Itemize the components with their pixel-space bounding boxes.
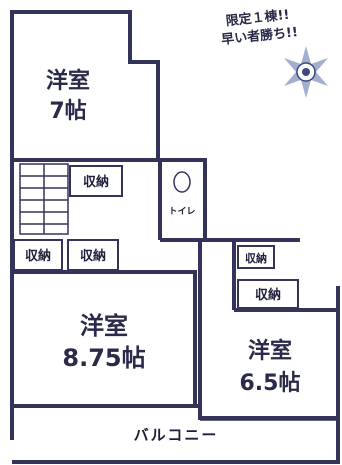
closet-upper: 収納: [69, 165, 123, 197]
closet-right-a: 収納: [237, 245, 275, 269]
room-western-875: 洋室 8.75帖: [62, 312, 145, 372]
room-western-65-size: 6.5帖: [240, 371, 301, 396]
room-western-875-name: 洋室: [80, 312, 128, 340]
room-western-65-name: 洋室: [248, 338, 292, 364]
sparkle-icon: [284, 46, 328, 98]
promo-line-1: 限定１棟!!: [225, 7, 290, 30]
toilet-label: トイレ: [168, 206, 195, 217]
closet-left-b-label: 収納: [80, 248, 106, 264]
promo-note: 限定１棟!! 早い者勝ち!!: [221, 7, 299, 48]
closet-right-b-label: 収納: [255, 287, 281, 303]
room-western-7: 洋室 7帖: [46, 68, 90, 124]
closet-upper-label: 収納: [83, 174, 109, 190]
closet-left-a-label: 収納: [25, 248, 51, 264]
closet-right-a-label: 収納: [245, 251, 267, 265]
room-western-875-size: 8.75帖: [62, 344, 145, 372]
outer-walls: [10, 10, 340, 464]
room-western-65: 洋室 6.5帖: [240, 338, 301, 396]
balcony-label: バルコニー: [134, 426, 219, 444]
closet-left-a: 収納: [13, 239, 63, 271]
room-western-7-name: 洋室: [46, 68, 90, 94]
toilet: トイレ: [168, 171, 196, 217]
room-western-7-size: 7帖: [49, 99, 86, 124]
closet-right-b: 収納: [237, 279, 299, 309]
closet-left-b: 収納: [67, 239, 119, 271]
staircase: [19, 163, 69, 235]
